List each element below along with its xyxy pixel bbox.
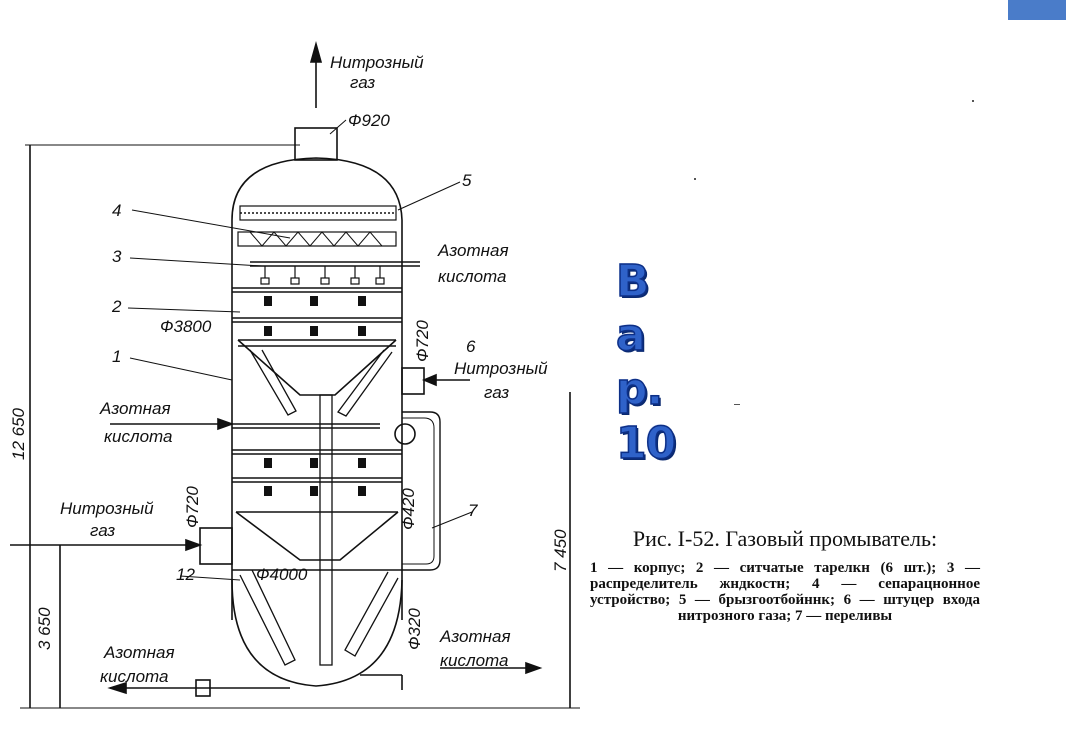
dia-side-720b-label: Ф720 [183, 486, 202, 528]
big-letter-2: а [615, 309, 646, 362]
height-total-label: 12 650 [9, 407, 28, 460]
height-lower-label: 3 650 [35, 607, 54, 650]
dia-lower-label: Ф4000 [256, 565, 308, 584]
gas-in-left-label: Нитрозный [60, 499, 154, 518]
dia-top-label: Ф920 [348, 111, 390, 130]
big-letter-3: р. [615, 363, 664, 416]
acid-out-right-label: Азотная [439, 627, 511, 646]
callout-2: 2 [111, 297, 122, 316]
figure-legend: 1 — корпус; 2 — ситчатые тарелкн (6 шт.)… [590, 560, 980, 624]
acid-out-right-label-2: кислота [440, 651, 508, 670]
dia-bottom-320-label: Ф320 [405, 608, 424, 650]
acid-inlet-top-label: Азотная [437, 241, 509, 260]
callout-3: 3 [112, 247, 122, 266]
figure-caption: Рис. I-52. Газовый промыватель: 1 — корп… [590, 526, 980, 624]
upper-dome [231, 157, 403, 221]
gas-out-right-label-2: газ [484, 383, 509, 402]
callout-4: 4 [112, 201, 121, 220]
stray-dot [694, 178, 696, 180]
dia-body-label: Ф3800 [160, 317, 212, 336]
stray-dot [972, 100, 974, 102]
height-mid-label: 7 450 [551, 529, 570, 572]
overflow-pipe [402, 411, 441, 571]
callout-6: 6 [466, 337, 476, 356]
gas-scrubber-diagram: Нитрозный газ Ф920 5 4 3 2 1 6 7 12 Азот… [9, 41, 580, 709]
gas-out-right-label: Нитрозный [454, 359, 548, 378]
gas-in-left-label-2: газ [90, 521, 115, 540]
figure-title: Рис. I-52. Газовый промыватель: [632, 526, 938, 551]
acid-out-left-label-2: кислота [100, 667, 168, 686]
acid-inlet-top-label-2: кислота [438, 267, 506, 286]
top-gas-label-2: газ [350, 73, 375, 92]
stray-dash [734, 404, 740, 405]
top-gas-label: Нитрозный [330, 53, 424, 72]
corner-accent-box [1008, 0, 1066, 20]
dia-side-720-label: Ф720 [413, 320, 432, 362]
callout-12: 12 [176, 565, 195, 584]
callout-5: 5 [462, 171, 472, 190]
big-letter-4: 10 [615, 417, 677, 470]
slide-variant-label: В а р. 10 [615, 255, 677, 471]
acid-inlet-mid-label-2: кислота [104, 427, 172, 446]
dia-side-420-label: Ф420 [399, 488, 418, 530]
acid-inlet-mid-label: Азотная [99, 399, 171, 418]
callout-7: 7 [468, 501, 478, 520]
lower-dome [231, 579, 403, 687]
callout-1: 1 [112, 347, 121, 366]
acid-out-left-label: Азотная [103, 643, 175, 662]
upper-cone [237, 339, 397, 396]
big-letter-1: В [615, 255, 650, 308]
